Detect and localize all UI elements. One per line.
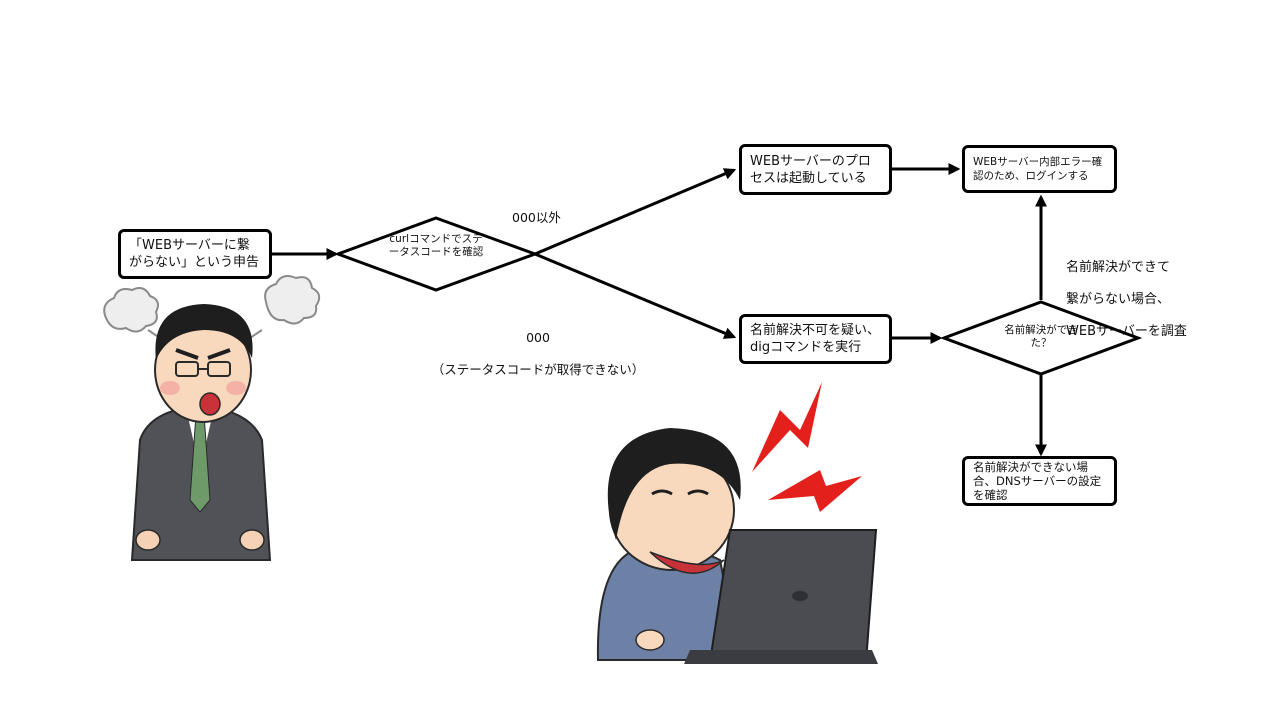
label-is-000-line2: （ステータスコードが取得できない） xyxy=(431,362,645,377)
label-not-000: 000以外 xyxy=(512,210,561,225)
node-dns-suspect: 名前解決不可を疑い、digコマンドを実行 xyxy=(739,314,892,364)
resolved-decision-diamond xyxy=(939,300,1143,376)
boss-hair xyxy=(155,304,253,360)
edge-curl-to-process xyxy=(534,168,737,256)
boss-hand-left xyxy=(135,529,161,551)
boss-hand-right xyxy=(239,529,265,551)
engineer-hand xyxy=(635,629,665,651)
boss-glasses-icon xyxy=(175,361,231,377)
node-report-text: 「WEBサーバーに繋がらない」という申告 xyxy=(129,238,260,270)
edge-curl-to-dns xyxy=(534,252,737,339)
node-report: 「WEBサーバーに繋がらない」という申告 xyxy=(118,229,272,279)
steam-puff-left-icon xyxy=(103,287,161,339)
resolved-decision-text: 名前解決ができた？ xyxy=(1004,324,1078,349)
engineer-mouth xyxy=(649,551,725,574)
label-resolved-yes-line1: 名前解決ができて xyxy=(1066,260,1171,275)
label-resolved-yes-line2: 繋がらない場合、 xyxy=(1066,292,1171,307)
label-resolved-yes: 名前解決ができて 繋がらない場合、 WEBサーバーを調査 xyxy=(1066,244,1187,356)
node-process-running-text: WEBサーバーのプロセスは起動している xyxy=(750,153,871,186)
label-is-000: 000 （ステータスコードが取得できない） xyxy=(418,314,658,394)
anger-lightning-icon xyxy=(752,382,822,472)
curl-decision-diamond xyxy=(333,216,540,292)
anger-lightning-icon-2 xyxy=(768,470,862,512)
node-login-check: WEBサーバー内部エラー確認のため、ログインする xyxy=(962,145,1117,193)
curl-decision-text: curlコマンドでステータスコードを確認 xyxy=(388,233,484,258)
node-dns-config-text: 名前解決ができない場合、DNSサーバーの設定を確認 xyxy=(973,460,1102,502)
engineer-hair xyxy=(607,428,741,540)
boss-mouth xyxy=(199,392,221,416)
node-process-running: WEBサーバーのプロセスは起動している xyxy=(739,144,892,195)
node-dns-suspect-text: 名前解決不可を疑い、digコマンドを実行 xyxy=(750,323,881,355)
node-login-check-text: WEBサーバー内部エラー確認のため、ログインする xyxy=(973,156,1103,182)
label-resolved-yes-line3: WEBサーバーを調査 xyxy=(1066,324,1187,339)
node-dns-config: 名前解決ができない場合、DNSサーバーの設定を確認 xyxy=(962,456,1117,506)
steam-puff-right-icon xyxy=(249,275,321,339)
label-is-000-line1: 000 xyxy=(526,330,550,345)
